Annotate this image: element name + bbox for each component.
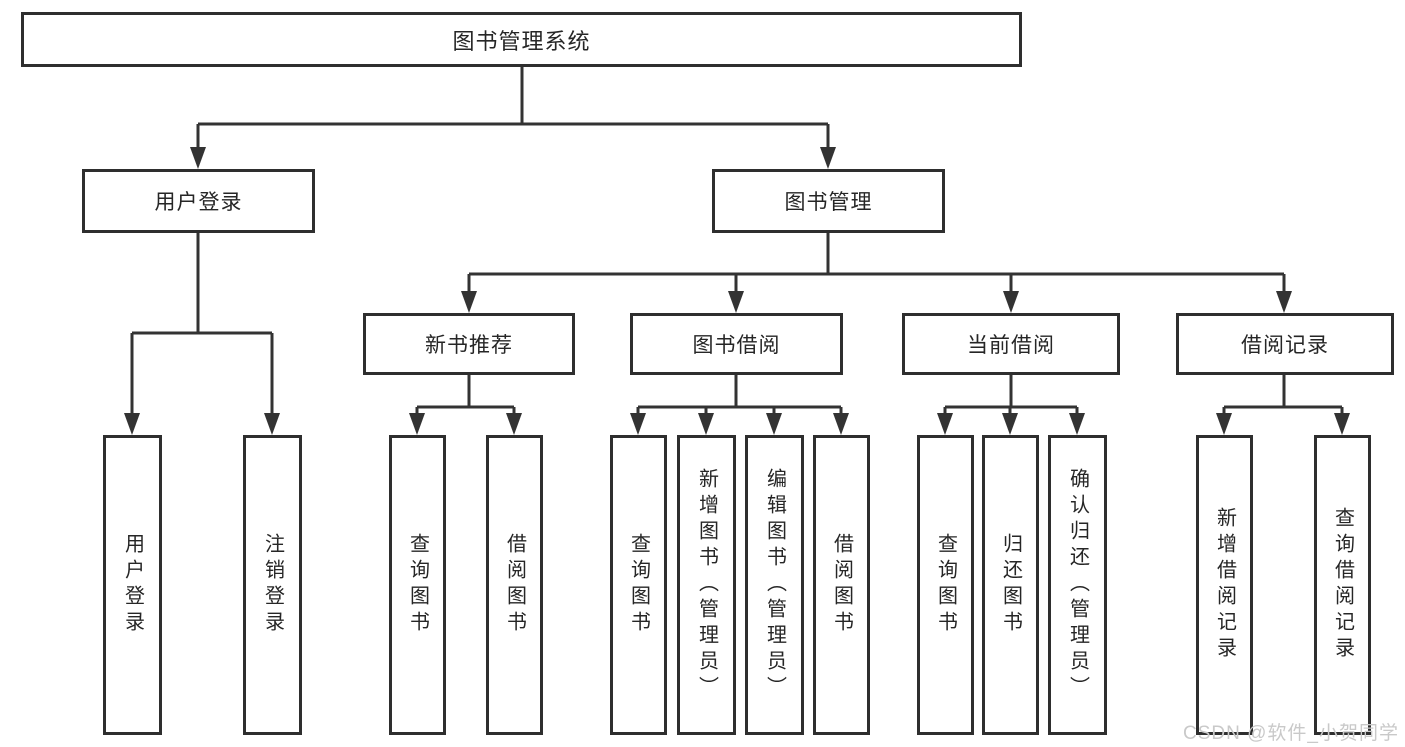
- node-label: 查询图书: [934, 533, 957, 637]
- leaf-confirm-return-admin: 确认归还（管理员）: [1048, 435, 1107, 735]
- leaf-query-books-1: 查询图书: [389, 435, 446, 735]
- node-book-management-branch: 图书管理: [712, 169, 945, 233]
- node-label: 查询图书: [406, 533, 429, 637]
- node-label: 确认归还（管理员）: [1066, 468, 1089, 702]
- node-root-system: 图书管理系统: [21, 12, 1022, 67]
- node-new-book-recommend: 新书推荐: [363, 313, 575, 375]
- node-label: 查询图书: [627, 533, 650, 637]
- leaf-query-books-2: 查询图书: [610, 435, 667, 735]
- node-label: 图书管理: [784, 191, 873, 214]
- node-label: 图书借阅: [692, 334, 781, 357]
- leaf-user-login: 用户登录: [103, 435, 162, 735]
- node-user-login-branch: 用户登录: [82, 169, 315, 233]
- leaf-query-books-3: 查询图书: [917, 435, 974, 735]
- csdn-watermark: CSDN @软件_小贺同学: [1183, 723, 1399, 744]
- node-label: 借阅图书: [830, 533, 853, 637]
- arrowhead-icons: [124, 147, 1350, 435]
- node-label: 编辑图书（管理员）: [763, 468, 786, 702]
- leaf-logout: 注销登录: [243, 435, 302, 735]
- node-label: 用户登录: [154, 191, 243, 214]
- node-label: 当前借阅: [967, 334, 1055, 357]
- node-borrow-records: 借阅记录: [1176, 313, 1394, 375]
- node-label: 注销登录: [261, 533, 284, 637]
- leaf-query-borrow-record: 查询借阅记录: [1314, 435, 1371, 735]
- node-label: 查询借阅记录: [1331, 507, 1354, 663]
- node-label: 用户登录: [121, 533, 144, 637]
- leaf-return-books: 归还图书: [982, 435, 1039, 735]
- leaf-add-books-admin: 新增图书（管理员）: [677, 435, 736, 735]
- leaf-borrow-books-2: 借阅图书: [813, 435, 870, 735]
- node-label: 新增借阅记录: [1213, 507, 1236, 663]
- node-current-borrow: 当前借阅: [902, 313, 1120, 375]
- leaf-add-borrow-record: 新增借阅记录: [1196, 435, 1253, 735]
- leaf-edit-books-admin: 编辑图书（管理员）: [745, 435, 804, 735]
- node-label: 新增图书（管理员）: [695, 468, 718, 702]
- node-label: 借阅记录: [1241, 334, 1329, 357]
- node-book-borrow: 图书借阅: [630, 313, 843, 375]
- node-label: 归还图书: [999, 533, 1022, 637]
- node-label: 新书推荐: [425, 334, 513, 357]
- node-label: 图书管理系统: [452, 28, 591, 54]
- leaf-borrow-books-1: 借阅图书: [486, 435, 543, 735]
- node-label: 借阅图书: [503, 533, 526, 637]
